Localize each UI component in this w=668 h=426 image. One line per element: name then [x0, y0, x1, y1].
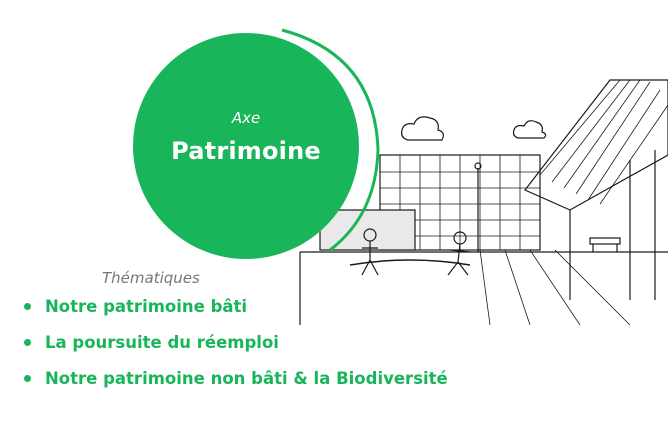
theme-item: Notre patrimoine non bâti & la Biodivers… — [24, 360, 448, 396]
themes-label: Thématiques — [102, 269, 200, 287]
axis-kicker: Axe — [231, 109, 261, 127]
cloud-icon — [512, 120, 547, 139]
theme-item-label: La poursuite du réemploi — [45, 332, 279, 352]
theme-item-label: Notre patrimoine bâti — [45, 296, 248, 316]
theme-item: Notre patrimoine bâti — [24, 288, 448, 324]
themes-list: Notre patrimoine bâti La poursuite du ré… — [24, 288, 448, 396]
theme-item-label: Notre patrimoine non bâti & la Biodivers… — [45, 368, 448, 388]
axis-title: Patrimoine — [171, 137, 321, 165]
cloud-icon — [401, 116, 444, 141]
bullet-icon — [24, 302, 31, 310]
bullet-icon — [24, 338, 31, 346]
axis-badge: Axe Patrimoine — [133, 33, 359, 259]
theme-item: La poursuite du réemploi — [24, 324, 448, 360]
bullet-icon — [24, 374, 31, 382]
